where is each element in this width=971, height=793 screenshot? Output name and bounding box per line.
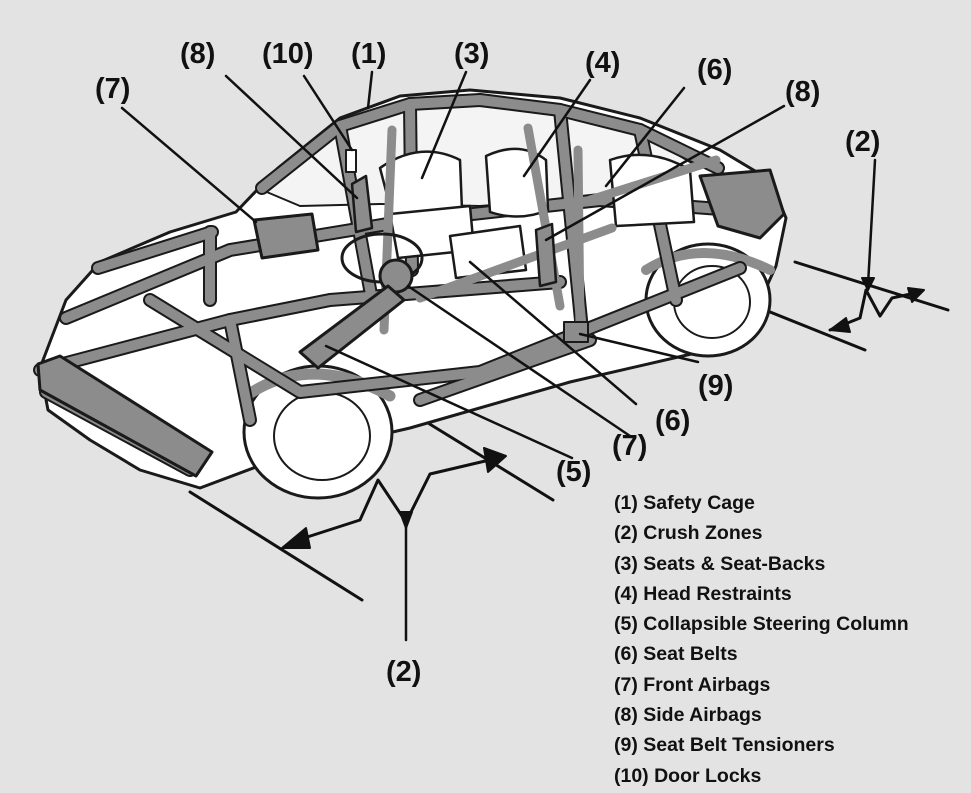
- side-airbags: [350, 174, 558, 288]
- callout-8-top: (8): [180, 38, 216, 70]
- callout-6-bottom: (6): [655, 405, 691, 437]
- rear-trunk-panel: [698, 168, 786, 240]
- callout-8-right: (8): [785, 76, 821, 108]
- legend-item: (2) Crush Zones: [614, 522, 763, 545]
- door-lock-marker: [345, 149, 357, 173]
- passenger-airbag: [252, 212, 320, 260]
- steering-column: [298, 284, 406, 370]
- callout-6-top: (6): [697, 54, 733, 86]
- callout-10: (10): [262, 38, 314, 70]
- steering-wheel: [340, 232, 424, 294]
- front-wheel: [240, 364, 396, 500]
- callout-7-bottom: (7): [612, 430, 648, 462]
- front-bumper: [36, 354, 214, 478]
- legend-item: (8) Side Airbags: [614, 704, 762, 727]
- callout-4: (4): [585, 47, 621, 79]
- crush-zone-arrows: [296, 288, 922, 542]
- legend-item: (6) Seat Belts: [614, 643, 738, 666]
- callout-3: (3): [454, 38, 490, 70]
- seat-belt-tensioner: [563, 321, 589, 343]
- callout-2-right: (2): [845, 126, 881, 158]
- callout-1: (1): [351, 38, 387, 70]
- callout-2-bottom: (2): [386, 656, 422, 688]
- legend-item: (3) Seats & Seat-Backs: [614, 552, 826, 575]
- legend-list: (1) Safety Cage (2) Crush Zones (3) Seat…: [614, 488, 909, 791]
- legend-item: (10) Door Locks: [614, 764, 762, 787]
- callout-7-left: (7): [95, 73, 131, 105]
- legend-item: (9) Seat Belt Tensioners: [614, 734, 835, 757]
- legend-item: (4) Head Restraints: [614, 582, 792, 605]
- legend-item: (7) Front Airbags: [614, 673, 771, 696]
- callout-5: (5): [556, 456, 592, 488]
- callout-leaders: [120, 70, 877, 642]
- callout-9: (9): [698, 370, 734, 402]
- legend-item: (1) Safety Cage: [614, 492, 755, 514]
- legend-item: (5) Collapsible Steering Column: [614, 613, 909, 636]
- crush-zone-arrowheads: [281, 277, 925, 549]
